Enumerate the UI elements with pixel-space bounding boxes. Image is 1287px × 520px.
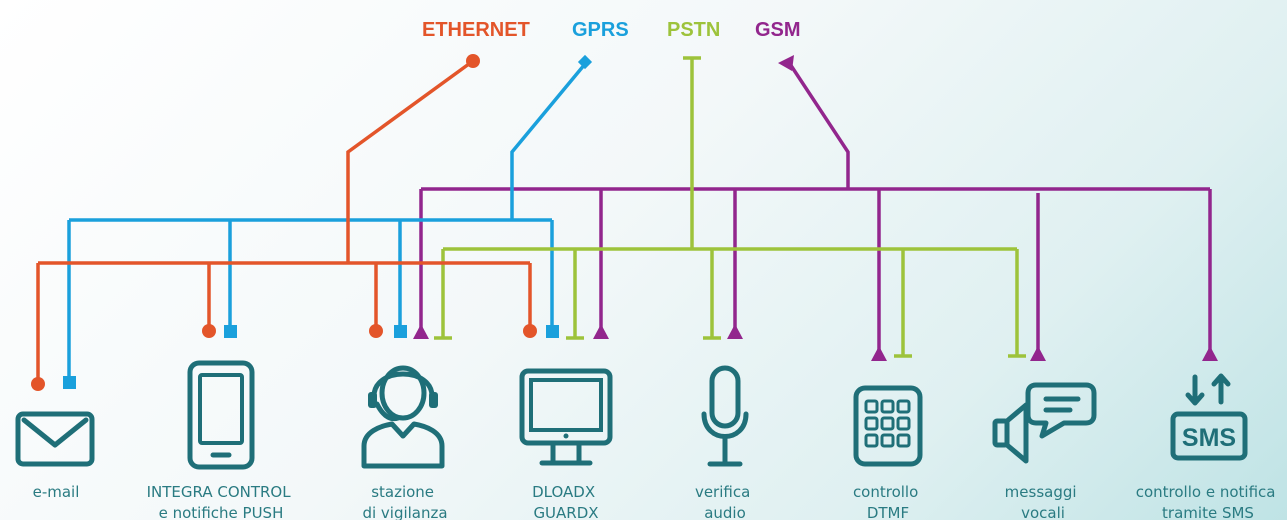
gprs-endpoints — [63, 54, 593, 389]
ethernet-dot-dloadx — [523, 324, 537, 338]
gsm-tri-sms — [1202, 346, 1218, 361]
gprs-square-integra — [224, 325, 237, 338]
gprs-source-diamond — [577, 54, 593, 70]
gprs-square-vigilanza — [394, 325, 407, 338]
mail-icon — [15, 411, 95, 467]
caption-vocali: messaggi vocali — [1005, 483, 1082, 520]
sms-badge-text: SMS — [1182, 424, 1236, 452]
legend-pstn: PSTN — [667, 19, 720, 41]
captions: e-mail INTEGRA CONTROL e notifiche PUSH … — [33, 483, 1281, 520]
gsm-tri-vigilanza — [413, 324, 429, 339]
headset-operator-icon — [361, 365, 445, 469]
caption-integra: INTEGRA CONTROL e notifiche PUSH — [147, 483, 296, 520]
pstn-lines — [434, 56, 1026, 358]
legend-ethernet: ETHERNET — [422, 19, 530, 41]
ethernet-dot-integra — [202, 324, 216, 338]
ethernet-dot-vigilanza — [369, 324, 383, 338]
ethernet-source-dot — [466, 54, 480, 68]
gsm-tri-vocali — [1030, 346, 1046, 361]
caption-dtmf: controllo DTMF — [853, 483, 923, 520]
microphone-icon — [701, 365, 749, 467]
gsm-lines — [419, 63, 1212, 352]
ethernet-endpoints — [31, 54, 537, 391]
caption-sms: controllo e notifica tramite SMS — [1136, 483, 1281, 520]
gprs-square-email — [63, 376, 76, 389]
caption-vigilanza: stazione di vigilanza — [362, 483, 447, 520]
gsm-tri-dtmf — [871, 346, 887, 361]
sms-icon: SMS — [1170, 373, 1248, 461]
gprs-square-dloadx — [546, 325, 559, 338]
legend-gprs: GPRS — [572, 19, 629, 41]
ethernet-dot-email — [31, 377, 45, 391]
monitor-icon — [519, 368, 613, 466]
speaker-speech-icon — [992, 382, 1097, 464]
ethernet-lines — [36, 59, 532, 383]
caption-email: e-mail — [33, 483, 80, 501]
gsm-source-arrow — [778, 55, 794, 71]
smartphone-icon — [187, 360, 255, 470]
gsm-tri-dloadx — [593, 324, 609, 339]
caption-audio: verifica audio — [695, 483, 755, 520]
gsm-endpoints — [413, 55, 1218, 361]
gprs-lines — [67, 62, 587, 380]
legend: ETHERNET GPRS PSTN GSM — [422, 19, 801, 41]
gsm-tri-audio — [727, 324, 743, 339]
caption-dloadx: DLOADX GUARDX — [532, 483, 600, 520]
keypad-icon — [853, 385, 923, 467]
legend-gsm: GSM — [755, 19, 801, 41]
